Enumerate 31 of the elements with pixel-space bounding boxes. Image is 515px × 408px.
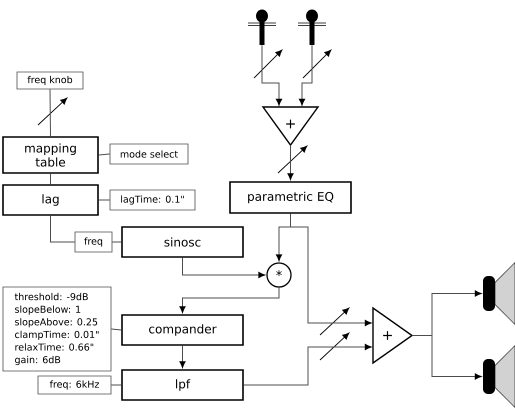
process-box: mapping table — [2, 136, 99, 174]
process-box: compander — [121, 314, 244, 346]
connector — [298, 44, 312, 106]
microphone-icon — [298, 10, 326, 45]
parameter-box: lagTime: 0.1" — [110, 190, 196, 210]
connector — [50, 88, 51, 137]
connector — [179, 287, 280, 313]
speaker-icon — [483, 262, 515, 326]
connector — [98, 154, 110, 156]
connector — [110, 384, 122, 386]
process-box: lag — [2, 184, 99, 216]
parameter-box: freq — [74, 232, 112, 252]
connector — [290, 213, 372, 326]
connector — [287, 144, 294, 180]
process-box: sinosc — [121, 226, 244, 258]
parameter-box: freq knob — [16, 72, 84, 90]
connector — [412, 335, 482, 380]
connector — [50, 215, 76, 242]
connector — [50, 173, 51, 185]
process-box: parametric EQ — [229, 181, 352, 214]
speaker-icon — [483, 344, 515, 408]
microphone-icon — [248, 10, 276, 45]
connector — [110, 328, 122, 330]
connector — [262, 44, 282, 106]
process-box: lpf — [121, 369, 244, 401]
connector — [243, 344, 372, 386]
parameter-box: freq: 6kHz — [38, 376, 112, 394]
connector — [182, 257, 266, 278]
connector — [179, 345, 186, 368]
parameter-box: mode select — [110, 144, 188, 164]
parameter-box: threshold: -9dB slopeBelow: 1 slopeAbove: 0.25 clampTime: 0.01" relaxTime: 0.66" gain: 6dB — [2, 286, 112, 372]
